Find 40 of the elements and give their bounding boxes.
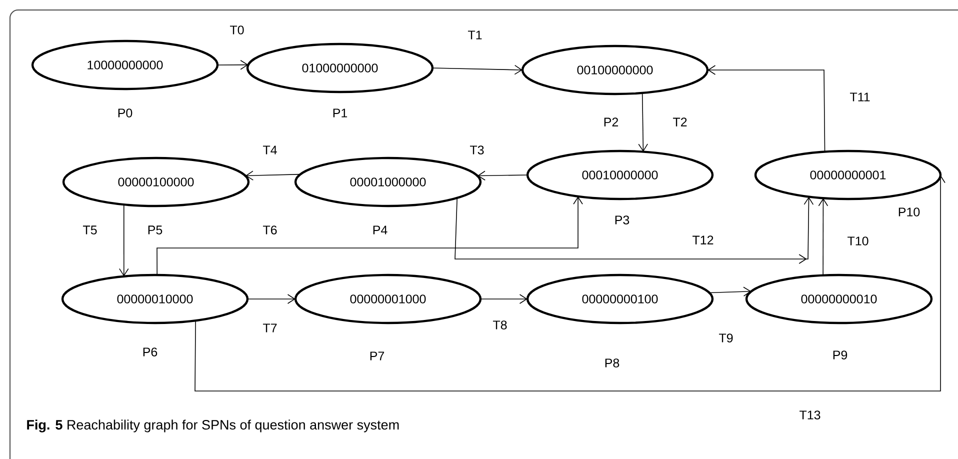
- arrow: [454, 196, 814, 264]
- arrow: [156, 196, 583, 276]
- edge-label: T5: [83, 226, 97, 234]
- place-label: P6: [143, 348, 158, 356]
- place-label: P3: [615, 216, 630, 224]
- arrow: [217, 60, 248, 70]
- place-label: P7: [370, 352, 384, 360]
- edge-label: T3: [470, 146, 484, 154]
- place-label: P5: [148, 226, 162, 234]
- arrow: [245, 170, 301, 180]
- place-label: P1: [333, 108, 348, 118]
- arrow: [638, 92, 648, 152]
- place-label: P0: [118, 108, 132, 118]
- edge-label: T8: [493, 320, 507, 330]
- place-label: P4: [373, 226, 388, 234]
- arrow: [432, 64, 522, 75]
- edge-label: T11: [850, 92, 870, 102]
- edge-label: T6: [263, 226, 277, 234]
- edge-label: T13: [800, 410, 820, 420]
- place-label: P10: [898, 208, 920, 216]
- arrow: [477, 170, 528, 181]
- place-label: P9: [833, 350, 848, 360]
- edge-label: T9: [719, 334, 733, 342]
- edge-label: T2: [673, 118, 687, 126]
- place-label: P8: [605, 358, 620, 368]
- place-label: P2: [604, 118, 618, 126]
- caption: Fig. 5 Reachability graph for SPNs of question answer system: [27, 420, 399, 432]
- arrow: [818, 198, 828, 276]
- edge-label: T7: [263, 324, 277, 332]
- edge-label: T12: [692, 236, 714, 244]
- arrow: [708, 65, 826, 152]
- arrow: [119, 204, 129, 276]
- arrow: [708, 286, 752, 296]
- arrow: [247, 294, 296, 304]
- edge-label: T1: [468, 30, 482, 40]
- edge-label: T0: [230, 26, 244, 34]
- edge-label: T4: [263, 146, 277, 154]
- arrow: [480, 294, 528, 304]
- arrow: [194, 175, 946, 392]
- edge-label: T10: [848, 236, 868, 246]
